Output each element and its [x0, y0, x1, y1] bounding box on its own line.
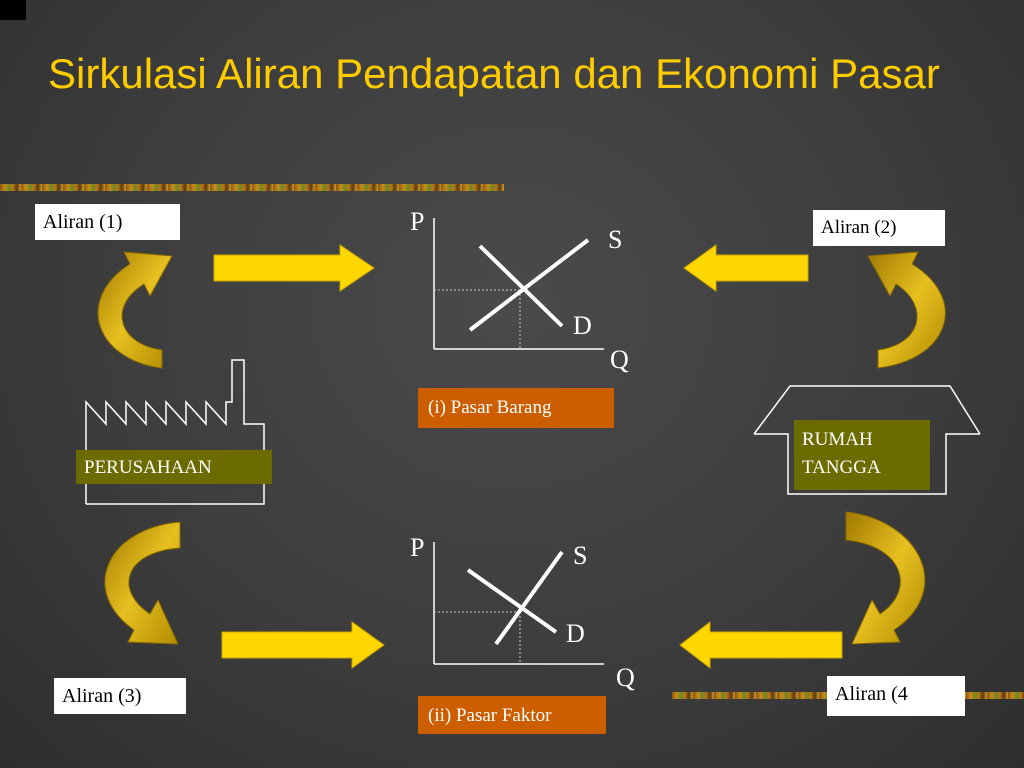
flow-label-3: Aliran (3)	[54, 678, 186, 714]
household-label: RUMAH TANGGA	[794, 420, 930, 490]
decorative-band-top	[0, 184, 504, 191]
right-arrow-bottom	[221, 621, 385, 669]
slide-title: Sirkulasi Aliran Pendapatan dan Ekonomi …	[48, 50, 940, 97]
house-icon	[753, 385, 981, 495]
demand-line	[478, 244, 564, 328]
firm-label: PERUSAHAAN	[76, 450, 272, 484]
left-arrow-top	[683, 244, 809, 292]
factor-demand-label: D	[566, 619, 585, 648]
curved-arrow-bottom-right	[845, 511, 926, 645]
left-arrow-bottom	[679, 620, 843, 670]
supply-line	[468, 238, 590, 332]
flow-label-1: Aliran (1)	[35, 204, 180, 240]
flow-label-4: Aliran (4	[827, 676, 965, 716]
supply-line	[494, 550, 564, 646]
curved-arrow-top-left	[97, 251, 173, 369]
goods-supply-label: S	[608, 225, 623, 254]
goods-quantity-axis-label: Q	[610, 345, 629, 374]
factor-price-axis-label: P	[410, 533, 425, 562]
factor-supply-label: S	[573, 541, 588, 570]
flow-label-2: Aliran (2)	[813, 210, 945, 246]
corner-mark	[0, 0, 26, 20]
factor-market-label: (ii) Pasar Faktor	[418, 696, 606, 734]
curved-arrow-bottom-left	[104, 521, 181, 645]
goods-demand-label: D	[573, 311, 592, 340]
goods-price-axis-label: P	[410, 207, 425, 236]
factor-market-chart	[433, 542, 604, 665]
right-arrow-top	[213, 244, 375, 292]
factor-quantity-axis-label: Q	[616, 663, 635, 692]
curved-arrow-top-right	[867, 251, 946, 369]
goods-market-label: (i) Pasar Barang	[418, 388, 614, 428]
demand-line	[466, 568, 558, 634]
goods-market-chart	[433, 218, 604, 350]
factory-icon	[85, 359, 265, 505]
